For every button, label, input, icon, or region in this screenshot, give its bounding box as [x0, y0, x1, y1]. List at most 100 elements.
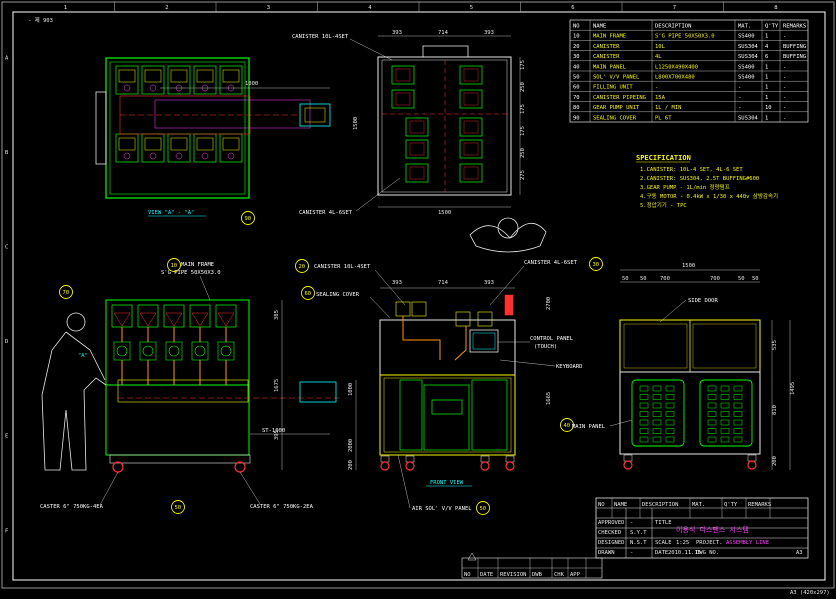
dim-side: 2000 [348, 439, 354, 452]
label-canister-4l-top: CANISTER 4L-6SET [299, 210, 353, 216]
dim-front-right-0: 2700 [546, 297, 552, 310]
border-number: 2 [165, 5, 168, 11]
bom-cell: 15A [655, 95, 666, 101]
pump-side [139, 341, 157, 361]
bom-cell: SUS304 [738, 115, 759, 121]
dim-side: 1675 [274, 379, 280, 392]
dim-front-top-1: 714 [438, 280, 449, 286]
panel-module [639, 385, 649, 392]
valve-plan [201, 152, 209, 160]
top-plan-view: 393 714 393 1500 1500 CANISTER 10L-4SET … [292, 30, 547, 253]
front-elevation-view: 393 714 393 2700 1665 CANISTER 10L-4SET … [314, 260, 583, 512]
panel-module [733, 402, 743, 409]
pump-side [191, 341, 209, 361]
panel-module [733, 419, 743, 426]
canister-side [137, 304, 159, 328]
balloon [560, 418, 574, 432]
label-caster-left: CASTER 6" 750KG-4EA [40, 504, 104, 510]
caster-wheel [380, 461, 390, 471]
canister-top-inner [463, 92, 479, 106]
label-main-panel: MAIN PANEL [572, 424, 606, 430]
balloon-number: 90 [245, 216, 252, 222]
border-number: 3 [267, 5, 270, 11]
tb-scale-value: 1:25 [676, 540, 689, 546]
pump-plan [118, 69, 136, 83]
dim-top-right: 250 [520, 82, 526, 92]
border-letter: F [5, 528, 8, 534]
bom-cell: 1 [765, 95, 768, 101]
pump-plan [222, 137, 240, 151]
canister-cone [217, 312, 235, 327]
bom-header: DESCRIPTION [655, 24, 691, 30]
balloon [167, 258, 181, 272]
balloon [476, 501, 490, 515]
dim-top-right: 250 [520, 148, 526, 158]
canister-top [405, 139, 429, 159]
label-st-length: ST-1000 [262, 428, 285, 434]
bom-cell: BUFFING [783, 54, 806, 60]
panel-module [733, 385, 743, 392]
panel-module [707, 394, 717, 400]
border-letter: E [5, 434, 8, 440]
bom-cell: SUS304 [738, 44, 759, 50]
tb-project-label: PROJECT. [696, 540, 723, 546]
panel-module [639, 411, 649, 417]
caster-wheel [405, 461, 415, 471]
bom-cell: 10 [765, 105, 772, 111]
canister-front [411, 301, 427, 317]
dim-top-center-vertical: 1500 [353, 117, 359, 130]
side-elevation-view: "A" ST-1000 MAIN FRAME S'G PIPE 50X50X3.… [40, 262, 357, 510]
balloon-number: 50 [480, 506, 487, 512]
pump-plan [170, 137, 188, 151]
bom-cell: 50 [573, 75, 580, 81]
canister-side [163, 304, 185, 328]
border-number: 4 [368, 5, 372, 11]
balloon-number: 40 [564, 423, 571, 429]
pump-plan [222, 69, 240, 83]
dim-side: 385 [274, 310, 280, 320]
tb-header-cell: NAME [614, 502, 627, 508]
bom-cell: CANISTER PIPEING [593, 95, 646, 101]
dim-right-top-sub: 50 [752, 276, 759, 282]
canister-cone [139, 312, 157, 327]
pump-side [113, 341, 131, 361]
label-main-frame-sub: S'G PIPE 50X50X3.0 [161, 270, 221, 276]
caster-mount [747, 454, 757, 462]
canister-unit-plan [141, 65, 165, 95]
section-a-marker: "A" [78, 353, 88, 359]
canister-top-inner [463, 166, 479, 180]
canister-top [459, 117, 483, 137]
dim-right-top-sub: 50 [640, 276, 647, 282]
tb-date-value: 2010.11.15 [668, 550, 701, 556]
panel-module [707, 385, 717, 392]
border-letter: C [5, 245, 8, 251]
panel-module [652, 385, 662, 392]
border-letter: B [5, 150, 9, 156]
tb-approved-value: - [630, 520, 633, 526]
label-keyboard: KEYBOARD [556, 364, 583, 370]
tb-checked-value: S.Y.T [630, 530, 647, 536]
label-canister-10l-front: CANISTER 10L-4SET [314, 264, 371, 270]
bom-cell: - [783, 95, 786, 101]
rev-header-cell: DATE [480, 572, 493, 578]
bom-cell: - [783, 85, 786, 91]
bom-cell: 60 [573, 85, 580, 91]
pump-plan [196, 69, 214, 83]
sheet-border-inner [12, 11, 826, 581]
canister-top [459, 65, 483, 85]
panel-module [665, 394, 675, 400]
tb-header-cell: MAT. [692, 502, 705, 508]
bom-cell: - [783, 64, 786, 70]
bom-cell: SUS304 [738, 54, 759, 60]
panel-module [639, 394, 649, 400]
balloon [241, 211, 255, 225]
dim-right-top-sub: 700 [710, 276, 720, 282]
panel-module [733, 394, 743, 400]
balloon-number: 70 [63, 290, 70, 296]
bom-cell: - [783, 115, 786, 121]
bom-cell: PL 6T [655, 115, 672, 121]
canister-top [459, 89, 483, 109]
